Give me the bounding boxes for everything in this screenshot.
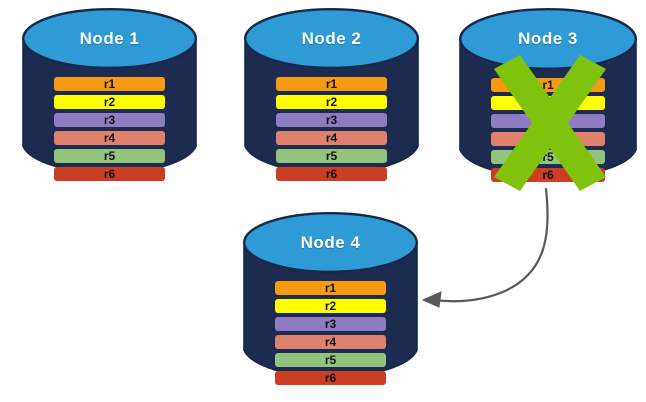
node-4-row-r6-label: r6 (324, 371, 337, 385)
node-1-row-r2: r2 (54, 95, 165, 109)
node-1-row-r1-label: r1 (103, 77, 116, 91)
node-2-row-r4: r4 (276, 131, 387, 145)
node-1-row-r4-label: r4 (103, 131, 116, 145)
node-1-row-r2-label: r2 (103, 95, 116, 109)
node-4-top-ellipse (242, 212, 419, 273)
node-4-row-r3-label: r3 (324, 317, 337, 331)
node-4-row-r2-label: r2 (324, 299, 337, 313)
node-1-row-r6: r6 (54, 167, 165, 181)
node-2-rows: r1 r2 r3 r4 r5 r6 (244, 77, 419, 185)
node-2-row-r6: r6 (276, 167, 387, 181)
node-1-rows: r1 r2 r3 r4 r5 r6 (22, 77, 197, 185)
node-4-row-r6: r6 (275, 371, 386, 385)
node-4-row-r3: r3 (275, 317, 386, 331)
node-2-row-r2: r2 (276, 95, 387, 109)
node-3-rows: r1 r2 r3 r4 r5 r6 (459, 78, 637, 186)
node-3-row-r1-label: r1 (542, 78, 554, 92)
node-2-row-r1: r1 (276, 77, 387, 91)
node-4-row-r2: r2 (275, 299, 386, 313)
node-2-row-r3-label: r3 (325, 113, 338, 127)
node-3-row-r4: r4 (491, 132, 605, 146)
node-4-row-r4: r4 (275, 335, 386, 349)
node-3-row-r3: r3 (491, 114, 605, 128)
node-3-row-r5: r5 (491, 150, 605, 164)
node-2-top-ellipse (243, 8, 420, 69)
node-2-row-r6-label: r6 (325, 167, 338, 181)
failover-arrow-line (432, 187, 549, 303)
node-2-row-r3: r3 (276, 113, 387, 127)
node-2-row-r2-label: r2 (325, 95, 338, 109)
node-3-row-r6: r6 (491, 168, 605, 182)
node-1-row-r5-label: r5 (103, 149, 116, 163)
node-4-row-r5: r5 (275, 353, 386, 367)
node-3-row-r6-label: r6 (542, 168, 554, 182)
node-1-row-r6-label: r6 (103, 167, 116, 181)
node-1-row-r3-label: r3 (103, 113, 116, 127)
node-1-row-r1: r1 (54, 77, 165, 91)
node-4-rows: r1 r2 r3 r4 r5 r6 (243, 281, 418, 389)
node-3-row-r2: r2 (491, 96, 605, 110)
node-1-row-r4: r4 (54, 131, 165, 145)
failover-arrow-head (421, 291, 442, 308)
node-1-row-r3: r3 (54, 113, 165, 127)
node-3-row-r1: r1 (491, 78, 605, 92)
node-1-top-ellipse (21, 8, 198, 69)
node-3-row-r5-label: r5 (542, 150, 554, 164)
node-4-row-r4-label: r4 (324, 335, 337, 349)
node-2-row-r4-label: r4 (325, 131, 338, 145)
node-2-row-r1-label: r1 (325, 77, 338, 91)
node-3-top-ellipse (458, 8, 638, 70)
node-3-row-r2-label: r2 (542, 96, 554, 110)
node-4-row-r5-label: r5 (324, 353, 337, 367)
node-1-row-r5: r5 (54, 149, 165, 163)
node-2-row-r5-label: r5 (325, 149, 338, 163)
node-4-row-r1: r1 (275, 281, 386, 295)
node-3-row-r4-label: r4 (542, 132, 554, 146)
node-4-row-r1-label: r1 (324, 281, 337, 295)
node-2-row-r5: r5 (276, 149, 387, 163)
node-3-row-r3-label: r3 (542, 114, 554, 128)
